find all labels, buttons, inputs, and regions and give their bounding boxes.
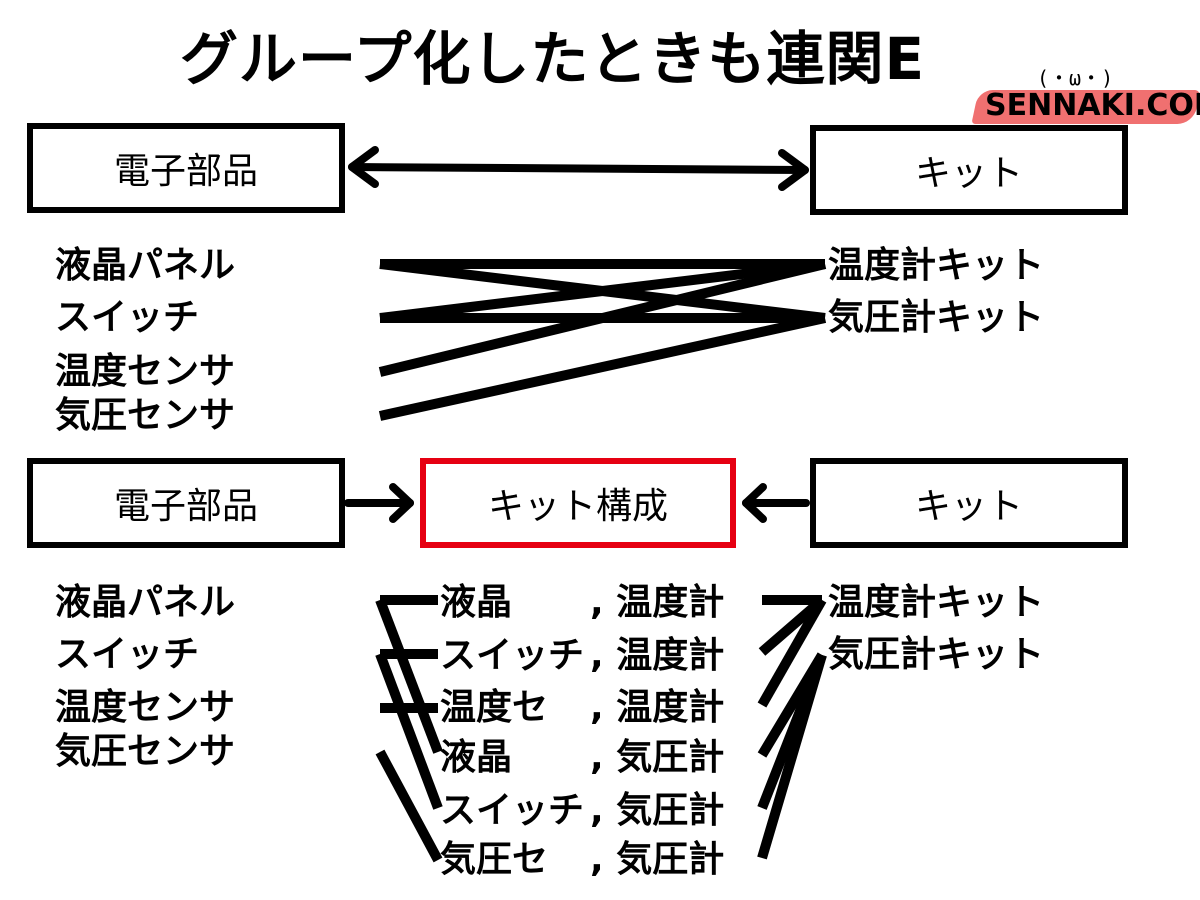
combo-kit: , 温度計 (590, 582, 725, 623)
combo-kit: , 気圧計 (590, 839, 725, 880)
many-to-many-arrow (348, 163, 809, 174)
combo-part: スイッチ (440, 790, 585, 831)
top-kit-item: 温度計キット (828, 245, 1045, 286)
combo-row: スイッチ, 温度計 (440, 638, 724, 674)
link-line (757, 597, 827, 708)
combo-row: 液晶 , 気圧計 (440, 740, 724, 776)
top-kit-entity: キット (810, 125, 1128, 215)
bottom-parts-entity: 電子部品 (27, 458, 345, 548)
link-line (375, 598, 443, 754)
combo-kit: , 温度計 (590, 635, 725, 676)
link-line (378, 313, 827, 421)
combo-row: 液晶 , 温度計 (440, 585, 724, 621)
top-part-item: 気圧センサ (55, 395, 236, 436)
bottom-part-item: 液晶パネル (55, 582, 236, 623)
combo-part: スイッチ (440, 635, 585, 676)
link-line (375, 749, 443, 863)
combo-kit: , 温度計 (590, 687, 725, 728)
logo-face: (・ω・) (1037, 66, 1114, 90)
bottom-kit-item: 気圧計キット (828, 634, 1045, 675)
link-line (375, 652, 443, 810)
arrow-head (389, 483, 414, 523)
bottom-kit-entity: キット (810, 458, 1128, 548)
link-line (757, 653, 827, 860)
arrow-head (742, 483, 767, 523)
bottom-part-item: スイッチ (55, 634, 200, 675)
arrow-head-right (778, 149, 809, 191)
combo-kit: , 気圧計 (590, 790, 725, 831)
link-line (379, 259, 826, 323)
site-logo: (・ω・) SENNAKI.COM (971, 60, 1200, 130)
combo-row: 温度セ , 温度計 (440, 690, 724, 726)
top-part-item: 温度センサ (55, 351, 236, 392)
top-part-item: スイッチ (55, 297, 200, 338)
combo-row: 気圧セ , 気圧計 (440, 842, 724, 878)
top-kit-item: 気圧計キット (828, 297, 1045, 338)
arrow-head-left (348, 146, 379, 188)
kit-composition-entity: キット構成 (420, 458, 736, 548)
combo-kit: , 気圧計 (590, 737, 725, 778)
combo-part: 温度セ (440, 687, 549, 728)
logo-text: SENNAKI.COM (985, 88, 1200, 123)
combo-row: スイッチ, 気圧計 (440, 793, 724, 829)
bottom-kit-item: 温度計キット (828, 582, 1045, 623)
bottom-part-item: 温度センサ (55, 687, 236, 728)
top-parts-entity: 電子部品 (27, 123, 345, 213)
combo-part: 気圧セ (440, 839, 549, 880)
combo-part: 液晶 (440, 737, 513, 778)
combo-part: 液晶 (440, 582, 513, 623)
bottom-part-item: 気圧センサ (55, 731, 236, 772)
top-part-item: 液晶パネル (55, 245, 236, 286)
link-line (378, 259, 827, 377)
page-title: グループ化したときも連関E (180, 25, 926, 93)
